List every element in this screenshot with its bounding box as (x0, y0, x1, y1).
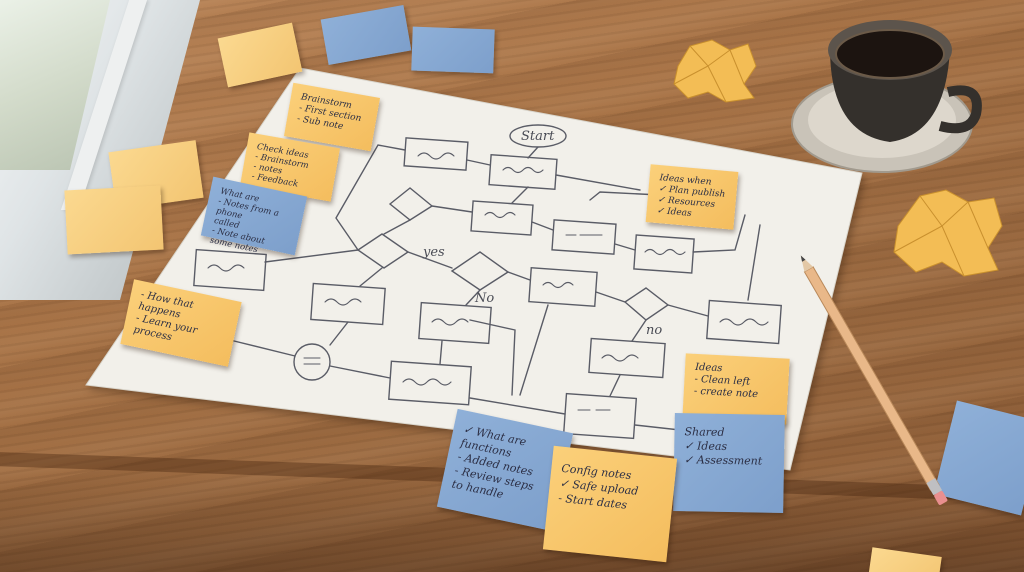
no-label-2: no (646, 323, 662, 338)
sticky-note-right-blue: Shared ✓ Ideas ✓ Assessment (673, 413, 785, 513)
note-text: - How that happens - Learn your process (132, 289, 199, 344)
start-label: Start (521, 129, 555, 144)
no-label: No (474, 291, 494, 306)
note-text: Config notes ✓ Safe upload - Start dates (557, 461, 639, 512)
sticky-note-left-low: - How that happens - Learn your process (120, 279, 242, 367)
crumpled-paper (893, 189, 1003, 277)
sticky-note (217, 22, 303, 88)
note-text: Shared ✓ Ideas ✓ Assessment (683, 425, 763, 468)
sticky-note (64, 185, 164, 255)
sticky-note-bottom-yellow: Config notes ✓ Safe upload - Start dates (542, 445, 678, 563)
note-text: ✓ What are functions - Added notes - Rev… (450, 422, 535, 502)
start-node (509, 124, 567, 148)
note-text: Ideas - Clean left - create note (693, 361, 759, 401)
crumpled-paper (673, 39, 757, 103)
sticky-note (320, 5, 412, 65)
pencil (800, 255, 948, 505)
sticky-note-right-top: Ideas when ✓ Plan publish ✓ Resources ✓ … (645, 164, 739, 230)
note-text: What are - Notes from a phone called - N… (208, 186, 280, 256)
sticky-note (411, 26, 495, 74)
note-text: Brainstorm - First section - Sub note (296, 92, 363, 133)
coffee-cup (791, 20, 982, 173)
yes-label: yes (422, 245, 445, 260)
note-text: Ideas when ✓ Plan publish ✓ Resources ✓ … (656, 173, 726, 220)
